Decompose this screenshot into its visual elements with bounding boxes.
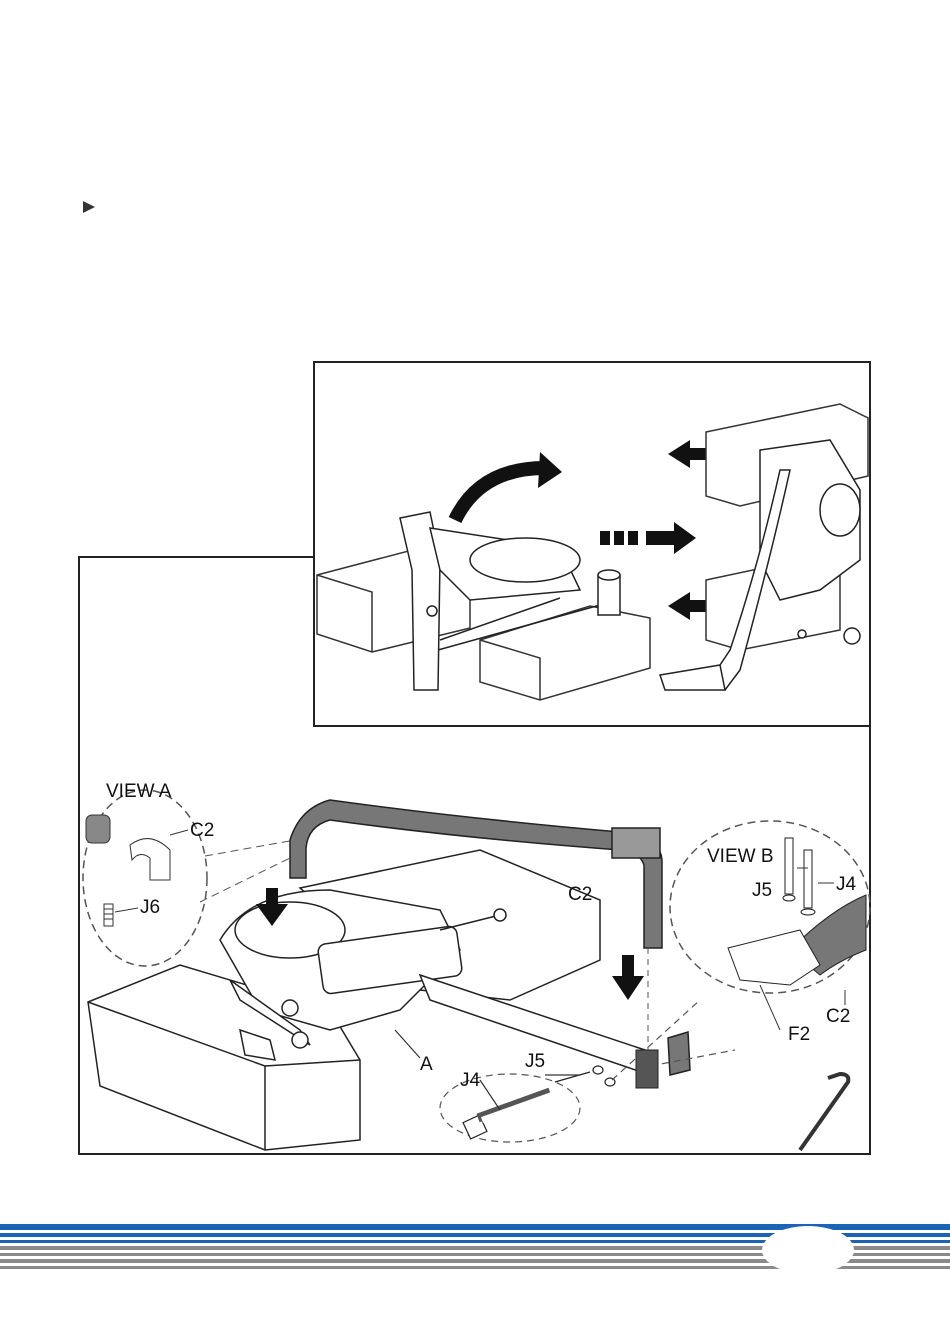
label-j5: J5 — [525, 1051, 545, 1072]
label-j6: J6 — [140, 897, 160, 918]
label-view-b: VIEW B — [707, 846, 774, 867]
label-c2: C2 — [568, 884, 592, 905]
upper-panel — [314, 362, 870, 726]
label-a: A — [420, 1054, 433, 1075]
label-c2-view-a: C2 — [190, 820, 214, 841]
allen-key-icon — [800, 1074, 848, 1150]
footer-stripe-decoration — [0, 1224, 950, 1284]
label-j5-view-b: J5 — [752, 880, 772, 901]
label-c2-view-b: C2 — [826, 1006, 850, 1027]
label-j4-view-b: J4 — [836, 874, 857, 895]
label-view-a: VIEW A — [106, 781, 172, 802]
machine-assembly — [88, 850, 650, 1150]
label-j4: J4 — [460, 1070, 481, 1091]
plate-f2 — [668, 1032, 690, 1075]
label-f2: F2 — [788, 1024, 810, 1045]
page-number-oval — [762, 1226, 854, 1274]
